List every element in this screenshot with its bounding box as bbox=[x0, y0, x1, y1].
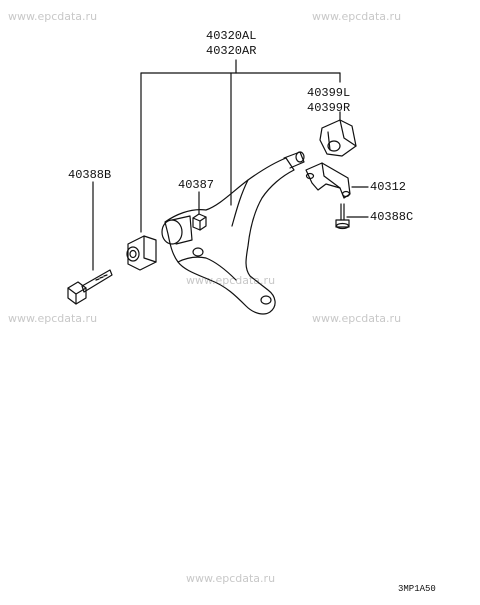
nut-drawing bbox=[192, 213, 207, 231]
rear-bushing-drawing bbox=[319, 119, 357, 157]
bolt-b-drawing bbox=[67, 269, 113, 305]
label-bushing-right: 40399R bbox=[307, 101, 351, 115]
diagram-code: 3MP1A50 bbox=[398, 584, 436, 594]
leader-lines-arm bbox=[140, 59, 341, 233]
watermark-top-left: www.epcdata.ru bbox=[8, 10, 98, 23]
label-bolt-b: 40388B bbox=[68, 168, 112, 182]
watermark-mid-left: www.epcdata.ru bbox=[8, 312, 98, 325]
watermark-top-right: www.epcdata.ru bbox=[312, 10, 402, 23]
watermark-mid-right: www.epcdata.ru bbox=[312, 312, 402, 325]
label-nut: 40387 bbox=[178, 178, 215, 192]
label-bracket: 40312 bbox=[370, 180, 407, 194]
label-arm-right: 40320AR bbox=[206, 44, 257, 58]
bracket-drawing bbox=[305, 162, 351, 199]
control-arm-drawing bbox=[161, 151, 305, 315]
watermark-middle: www.epcdata.ru bbox=[186, 274, 276, 287]
watermark-bottom: www.epcdata.ru bbox=[186, 572, 276, 585]
label-arm-left: 40320AL bbox=[206, 29, 257, 43]
front-bushing-drawing bbox=[126, 235, 157, 271]
bolt-c-drawing bbox=[335, 203, 350, 230]
label-bushing-left: 40399L bbox=[307, 86, 351, 100]
label-bolt-c: 40388C bbox=[370, 210, 414, 224]
